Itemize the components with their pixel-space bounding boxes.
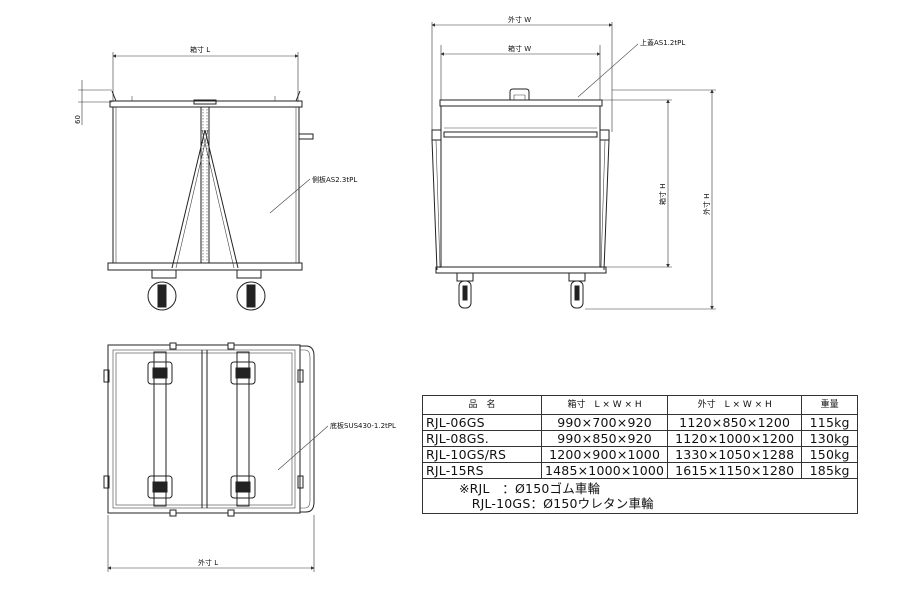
outer-height-label: 外寸 H	[702, 194, 711, 216]
dim-60-label: 60	[74, 115, 82, 124]
leader-line	[269, 178, 311, 214]
side-body	[112, 106, 300, 264]
cell-name: RJL-06GS	[422, 414, 542, 431]
caster-plate	[147, 361, 173, 385]
header-name: 品 名	[422, 395, 542, 415]
wheel-icon	[147, 281, 177, 311]
cell-outer: 1330×1050×1288	[667, 446, 803, 463]
wheel-notes: ※RJL ：Ø150ゴム車輪 RJL-10GS：Ø150ウレタン車輪	[421, 478, 859, 514]
cell-outer: 1615×1150×1280	[667, 462, 803, 479]
cell-weight: 115kg	[801, 414, 859, 431]
table-row: RJL-08GS. 990×850×920 1120×1000×1200 130…	[422, 430, 859, 447]
caster-mount	[236, 269, 262, 279]
cell-box: 1485×1000×1000	[540, 462, 669, 479]
side-plate-label: 側板AS2.3tPL	[312, 175, 357, 184]
push-handle-top	[300, 345, 315, 513]
cell-outer: 1120×1000×1200	[667, 430, 803, 447]
table-header-row: 品 名 箱寸 L × W × H 外寸 L × W × H 重量	[422, 395, 859, 415]
front-bar	[443, 131, 598, 138]
cell-name: RJL-10GS/RS	[422, 446, 542, 463]
brace-left	[171, 129, 206, 269]
cell-box: 990×700×920	[540, 414, 669, 431]
caster-plate	[147, 475, 173, 499]
cell-weight: 150kg	[801, 446, 859, 463]
caster-plate	[230, 475, 256, 499]
inner-width-label: 箱寸 W	[508, 44, 531, 53]
outer-width-label: 外寸 W	[508, 15, 531, 24]
table-row: RJL-10GS/RS 1200×900×1000 1330×1050×1288…	[422, 446, 859, 463]
caster-bar	[236, 351, 250, 507]
push-handle	[298, 133, 314, 140]
cell-box: 990×850×920	[540, 430, 669, 447]
cell-outer: 1120×850×1200	[667, 414, 803, 431]
note-line: ※RJL ：Ø150ゴム車輪	[459, 481, 601, 496]
leader-line	[277, 425, 329, 471]
notes-row: ※RJL ：Ø150ゴム車輪 RJL-10GS：Ø150ウレタン車輪	[421, 478, 859, 514]
header-box-size: 箱寸 L × W × H	[540, 395, 669, 415]
caster-mount	[151, 269, 177, 279]
header-outer-size: 外寸 L × W × H	[667, 395, 803, 415]
caster-bar	[153, 351, 167, 507]
table-row: RJL-15RS 1485×1000×1000 1615×1150×1280 1…	[422, 462, 859, 479]
table-row: RJL-06GS 990×700×920 1120×850×1200 115kg	[422, 414, 859, 431]
top-view: 底板SUS430-1.2tPL 外寸 L	[103, 342, 396, 572]
lid-label: 上蓋AS1.2tPL	[640, 38, 685, 47]
lid-handle	[509, 88, 530, 100]
side-view: 箱寸 L 60	[74, 45, 357, 311]
front-body	[440, 105, 601, 268]
cell-name: RJL-08GS.	[422, 430, 542, 447]
top-frame	[107, 344, 301, 514]
outer-length-label: 外寸 L	[198, 558, 218, 567]
front-view: 外寸 W 箱寸 W 上蓋AS1.2tPL	[431, 15, 716, 310]
note-line: RJL-10GS：Ø150ウレタン車輪	[459, 496, 654, 511]
wheel-icon	[570, 280, 584, 309]
cell-weight: 130kg	[801, 430, 859, 447]
wheel-icon	[458, 280, 472, 309]
cell-box: 1200×900×1000	[540, 446, 669, 463]
cell-weight: 185kg	[801, 462, 859, 479]
base-frame	[107, 262, 303, 271]
front-base	[435, 266, 607, 274]
inner-height-label: 箱寸 H	[658, 184, 667, 206]
cell-name: RJL-15RS	[422, 462, 542, 479]
spec-table: 品 名 箱寸 L × W × H 外寸 L × W × H 重量 RJL-06G…	[421, 395, 859, 514]
lid-top	[439, 99, 603, 107]
inner-length-label: 箱寸 L	[190, 45, 210, 54]
header-weight: 重量	[801, 395, 859, 415]
bottom-plate-label: 底板SUS430-1.2tPL	[330, 421, 396, 430]
caster-plate	[230, 361, 256, 385]
lid-handle	[193, 99, 217, 105]
wheel-icon	[236, 281, 266, 311]
leader-line	[577, 43, 639, 98]
brace-right	[204, 129, 239, 269]
